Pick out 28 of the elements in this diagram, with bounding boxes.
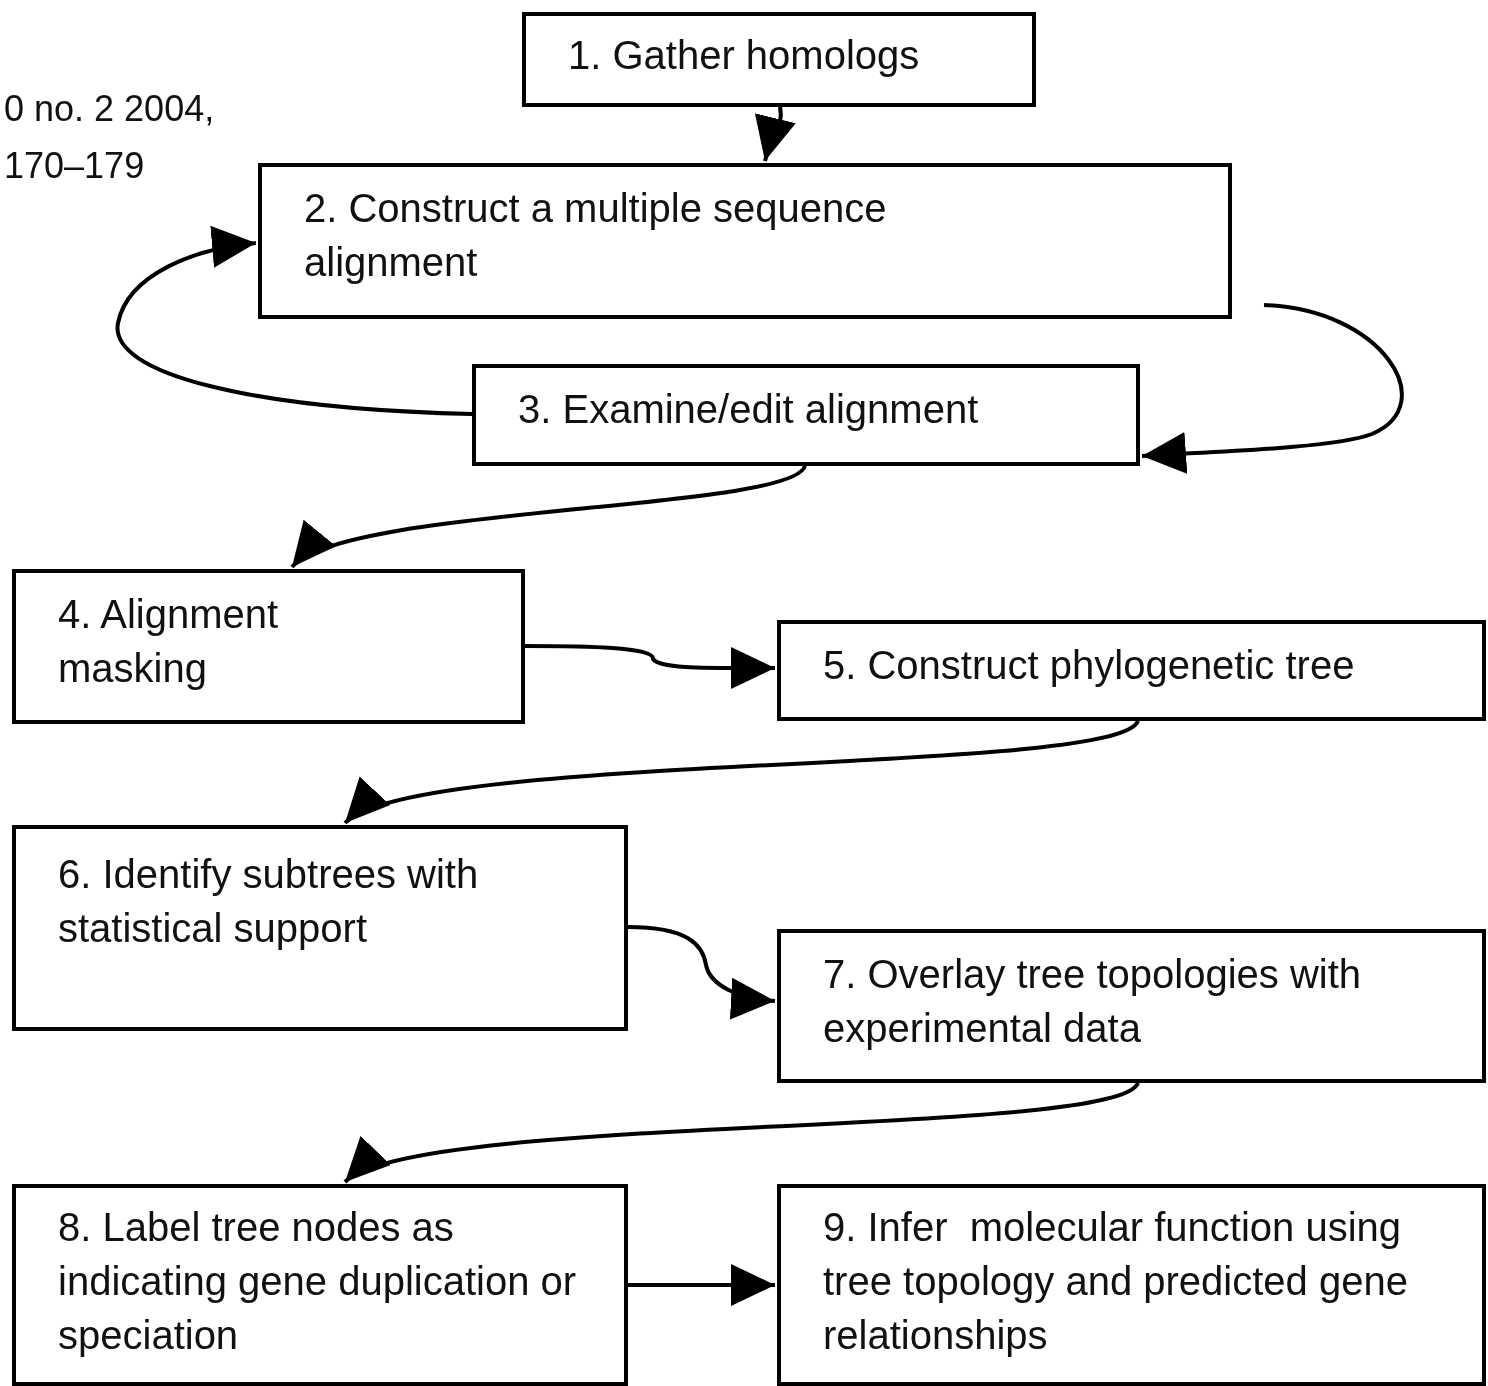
process-box [12,825,628,1031]
process-box [777,929,1486,1083]
step-text: 6. Identify subtrees with statistical support [58,851,480,952]
arrow [756,106,797,162]
arrow [525,644,775,690]
arrow [344,1081,1140,1184]
step-text: 9. Infer molecular function using tree topology and predicted gene relationships [823,1204,1409,1359]
arrow [627,925,776,1019]
arrow [290,464,807,569]
step-text: 1. Gather homologs [568,32,921,79]
step-text: 8. Label tree nodes as indicating gene duplication or speciation [58,1204,578,1359]
process-box [12,1184,628,1386]
process-box [258,163,1232,319]
step-text: 7. Overlay tree topologies with experimental data [823,951,1363,1052]
process-box [777,620,1486,721]
process-box [777,1184,1486,1386]
step-text: 2. Construct a multiple sequence alignment [304,185,888,286]
process-box [472,364,1140,466]
arrow [628,1264,775,1306]
process-box [12,569,525,724]
arrow [344,719,1140,825]
step-text: 5. Construct phylogenetic tree [823,642,1356,689]
citation-note: 0 no. 2 2004, 170–179 [4,87,216,188]
step-text: 3. Examine/edit alignment [518,386,980,433]
process-box [522,12,1036,107]
arrow [116,227,473,416]
step-text: 4. Alignment masking [58,591,280,692]
arrow [1141,303,1404,475]
